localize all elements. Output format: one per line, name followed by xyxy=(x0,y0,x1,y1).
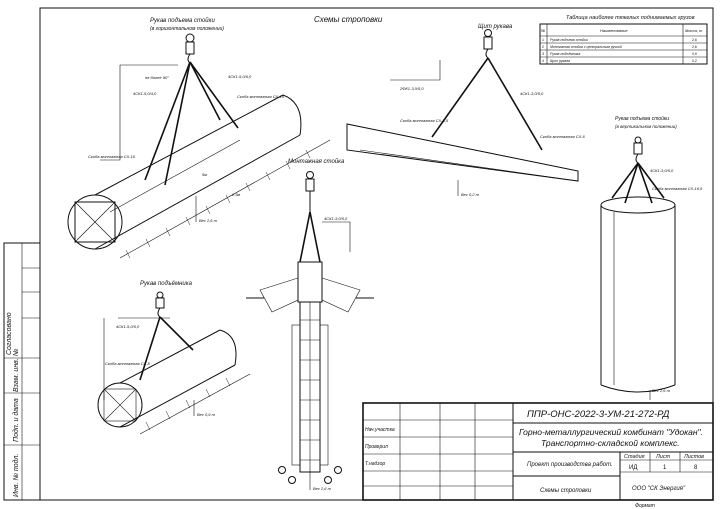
tb-drawing-name: Схемы строповки xyxy=(540,488,592,494)
view1-title2: (в горизонтальном положении) xyxy=(150,26,224,32)
stamp-replacement: Взам. инв. № xyxy=(13,348,20,392)
table-header-no: № xyxy=(541,28,546,33)
view1-label-shackle-b: Скоба монтажная СХ-16 xyxy=(88,154,136,159)
tb-company: Горно-металлургический комбинат "Удокан"… xyxy=(519,427,703,437)
view2-label-shackle-a: Скоба монтажная СХ-6,5 xyxy=(400,118,449,123)
stamp-agreed: Согласовано xyxy=(6,312,13,355)
tb-doc-code: ППР-ОНС-2022-3-УМ-21-272-РД xyxy=(527,409,670,420)
view1-label-sling-a: 4СК1-5,0/6,0 xyxy=(228,74,252,79)
view2-label-sling-a: 2ФК1-3,0/5,0 xyxy=(399,86,424,91)
view4-title2: (в вертикальном положении) xyxy=(615,124,677,129)
view4-label-sling: 4СК1-3,0/5,0 xyxy=(650,168,674,173)
view4-weight: Вес 2,6 т xyxy=(652,388,671,393)
view5-title: Рукав подъёмника xyxy=(140,281,193,287)
view5-label-sling: 4СК1-5,0/5,0 xyxy=(116,324,140,329)
table-row-3-name: Рукав подъёмника xyxy=(550,52,580,56)
schemes-title: Схемы строповки xyxy=(314,15,383,24)
tb-col-sheet: Лист xyxy=(655,454,671,460)
view-pipe-horizontal: Рукав подъема стойки (в горизонтальном п… xyxy=(67,17,331,259)
view5-label-shackle: Скоба монтажная СХ-8 xyxy=(105,361,150,366)
tb-sheet-no: 1 xyxy=(663,465,667,471)
table-row-2-mass: 2,6 xyxy=(692,45,697,49)
view2-title: Щит рукава xyxy=(478,24,513,30)
side-stamp-strip: Согласовано Взам. инв. № Подп. и дата Ин… xyxy=(3,242,41,501)
view2-label-shackle-b: Скоба монтажная СХ-6 xyxy=(540,134,585,139)
view1-title1: Рукав подъема стойки xyxy=(150,17,215,24)
tb-object: Транспортно-складской комплекс. xyxy=(541,438,680,448)
tb-org: ООО "СК Энергия" xyxy=(632,486,686,492)
view1-label-sling-b: 4СК1-5,0/4,0 xyxy=(133,91,157,96)
table-row-2-no: 2 xyxy=(542,45,544,49)
table-row-3-mass: 0,9 xyxy=(692,52,697,56)
title-block: Нач.участка Проверил Т.надзор ППР-ОНС-20… xyxy=(362,402,714,509)
table-row-3-no: 3 xyxy=(542,52,544,56)
view3-label-sling: 4СК1-3,0/5,0 xyxy=(324,216,348,221)
view1-label-angle: не более 90° xyxy=(145,75,169,80)
table-row-4-name: Щит рукава xyxy=(550,59,570,63)
view-beam: Щит рукава 2ФК1-3,0/5,0 4СК1-3,0/5,0 Ско… xyxy=(346,24,585,197)
table-row-1-name: Рукав подъема стойки xyxy=(550,38,588,42)
tb-role-3: Т.надзор xyxy=(365,461,385,467)
stamp-signature-date: Подп. и дата xyxy=(12,398,20,442)
view5-weight: Вес 0,9 т xyxy=(197,412,216,417)
table-row-1-mass: 2,6 xyxy=(692,38,697,42)
view1-dim-a: 5м xyxy=(202,172,207,177)
heavy-loads-table: Таблица наиболее тяжелых поднимаемых гру… xyxy=(539,15,708,65)
tb-stage: ИД xyxy=(629,465,637,471)
view4-title1: Рукав подъема стойки xyxy=(615,115,669,122)
tb-sheets-total: 8 xyxy=(694,465,698,471)
tb-role-2: Проверил xyxy=(365,444,388,450)
view2-weight: Вес 0,2 т xyxy=(461,192,480,197)
view-small-pipe: Рукав подъёмника 4СК1-5,0/5,0 Скоба монт… xyxy=(97,281,251,435)
tb-project: Проект производства работ. xyxy=(527,462,613,468)
tb-format-label: Формат xyxy=(635,503,655,509)
tb-col-sheets: Листов xyxy=(683,454,704,460)
view1-label-shackle-a: Скоба монтажная СХ-16 xyxy=(237,94,285,99)
table-header-name: Наименование xyxy=(600,28,628,33)
table-header-mass: Масса, т xyxy=(685,28,703,33)
stamp-inventory: Инв. № подл. xyxy=(12,454,20,497)
view2-label-sling-b: 4СК1-3,0/5,0 xyxy=(520,91,544,96)
view3-title: Монтажная стойка xyxy=(288,158,345,165)
view-pipe-vertical: Рукав подъема стойки (в вертикальном пол… xyxy=(600,115,703,400)
view1-dim-b: 2,5м xyxy=(231,192,241,197)
tb-col-stage: Стадия xyxy=(624,454,645,460)
tb-role-1: Нач.участка xyxy=(365,427,395,433)
table-row-2-name: Монтажная стойка с центральным ручкой xyxy=(550,45,622,49)
table-row-4-no: 4 xyxy=(542,59,544,63)
view4-label-shackle: Скоба монтажная СХ-16,5 xyxy=(652,186,703,191)
table-row-1-no: 1 xyxy=(542,38,544,42)
view3-weight: Вес 2,6 т xyxy=(313,486,332,491)
view1-weight: Вес 2,6 т xyxy=(199,218,218,223)
table-title: Таблица наиболее тяжелых поднимаемых гру… xyxy=(566,15,695,21)
table-row-4-mass: 0,2 xyxy=(692,59,697,63)
view-column-assembly: Монтажная стойка 4СК1-3,0/5,0 Вес 2,6 т xyxy=(246,158,374,491)
